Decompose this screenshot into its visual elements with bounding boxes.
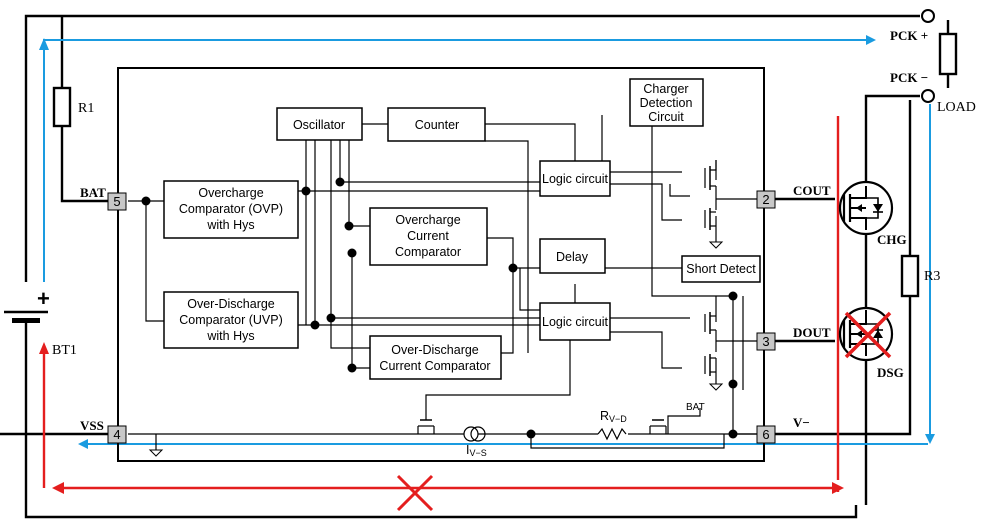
dsg-mosfet-icon — [838, 306, 894, 362]
svg-text:Logic circuit: Logic circuit — [542, 315, 609, 329]
label-r1: R1 — [78, 101, 94, 116]
logic-circuit-top-block: Logic circuit — [539, 160, 611, 197]
svg-text:Detection: Detection — [640, 96, 693, 110]
svg-text:with Hys: with Hys — [206, 218, 254, 232]
svg-text:Current Comparator: Current Comparator — [379, 359, 490, 373]
internal-transistor-icon — [417, 419, 435, 434]
svg-text:Overcharge: Overcharge — [395, 213, 460, 227]
pin-4: 4 — [107, 425, 127, 444]
chg-mosfet-icon — [838, 180, 894, 236]
label-dout: DOUT — [793, 325, 831, 340]
ovp-comparator-block: Overcharge Comparator (OVP) with Hys — [163, 180, 299, 239]
internal-transistor-icon — [704, 160, 717, 230]
svg-text:3: 3 — [762, 334, 769, 349]
resistor-r1 — [52, 86, 72, 128]
label-bat: BAT — [80, 185, 106, 200]
svg-text:4: 4 — [113, 427, 120, 442]
svg-text:with Hys: with Hys — [206, 329, 254, 343]
svg-text:6: 6 — [762, 427, 769, 442]
uvp-comparator-block: Over-Discharge Comparator (UVP) with Hys — [163, 291, 299, 349]
battery-bt1 — [4, 310, 48, 323]
label-rvd: RV−D — [600, 409, 627, 424]
internal-transistor-icon — [704, 312, 716, 376]
oscillator-block: Oscillator — [276, 107, 363, 141]
ground-icon — [148, 449, 164, 457]
blue-current-path — [39, 35, 935, 449]
red-cross-icon — [844, 311, 892, 359]
resistor-rvd-icon — [597, 427, 628, 441]
label-chg: CHG — [877, 232, 907, 247]
svg-text:5: 5 — [113, 194, 120, 209]
svg-text:Over-Discharge: Over-Discharge — [391, 343, 479, 357]
label-pck-minus: PCK − — [890, 70, 928, 85]
delay-block: Delay — [539, 238, 606, 274]
svg-text:Oscillator: Oscillator — [293, 118, 345, 132]
svg-text:Logic circuit: Logic circuit — [542, 172, 609, 186]
svg-text:Charger: Charger — [643, 82, 688, 96]
label-ivs: IV−S — [466, 443, 487, 458]
ground-icon — [708, 241, 724, 249]
svg-text:Counter: Counter — [415, 118, 459, 132]
counter-block: Counter — [387, 107, 486, 142]
red-cross-icon — [396, 474, 434, 512]
label-r3: R3 — [924, 269, 940, 284]
label-cout: COUT — [793, 183, 831, 198]
svg-text:Comparator (OVP): Comparator (OVP) — [179, 202, 283, 216]
internal-transistor-icon — [649, 419, 667, 434]
svg-text:Over-Discharge: Over-Discharge — [187, 297, 275, 311]
label-v-minus: V− — [793, 415, 810, 430]
label-bt1: BT1 — [52, 343, 77, 358]
pin-5: 5 — [107, 192, 127, 211]
charger-detection-block: Charger Detection Circuit — [629, 78, 704, 127]
svg-text:Delay: Delay — [556, 250, 589, 264]
ground-icon — [708, 383, 724, 391]
red-current-path — [39, 116, 844, 512]
pck-minus-terminal — [921, 89, 935, 103]
label-pck-plus: PCK + — [890, 28, 928, 43]
label-vss: VSS — [80, 418, 104, 433]
pin-6: 6 — [756, 425, 776, 444]
svg-text:Circuit: Circuit — [648, 110, 684, 124]
junction-dots — [141, 177, 738, 439]
label-load: LOAD — [937, 100, 976, 115]
svg-text:Comparator (UVP): Comparator (UVP) — [179, 313, 283, 327]
current-source-icon — [463, 426, 486, 442]
label-bat-small: BAT — [686, 402, 705, 413]
over-discharge-current-comparator-block: Over-Discharge Current Comparator — [369, 335, 502, 380]
svg-text:2: 2 — [762, 192, 769, 207]
load-resistor — [938, 32, 958, 76]
short-detect-block: Short Detect — [681, 255, 761, 283]
ic-boundary — [117, 67, 765, 462]
svg-text:Comparator: Comparator — [395, 245, 461, 259]
pin-3: 3 — [756, 332, 776, 351]
logic-circuit-bottom-block: Logic circuit — [539, 302, 611, 341]
svg-text:Short Detect: Short Detect — [686, 262, 756, 276]
svg-text:Overcharge: Overcharge — [198, 186, 263, 200]
label-dsg: DSG — [877, 365, 904, 380]
pck-plus-terminal — [921, 9, 935, 23]
overcharge-current-comparator-block: Overcharge Current Comparator — [369, 207, 488, 266]
svg-text:Current: Current — [407, 229, 449, 243]
internal-wiring — [128, 115, 757, 450]
pin-2: 2 — [756, 190, 776, 209]
label-battery-plus: + — [37, 286, 50, 311]
external-wiring — [0, 14, 950, 519]
resistor-r3 — [900, 254, 920, 298]
